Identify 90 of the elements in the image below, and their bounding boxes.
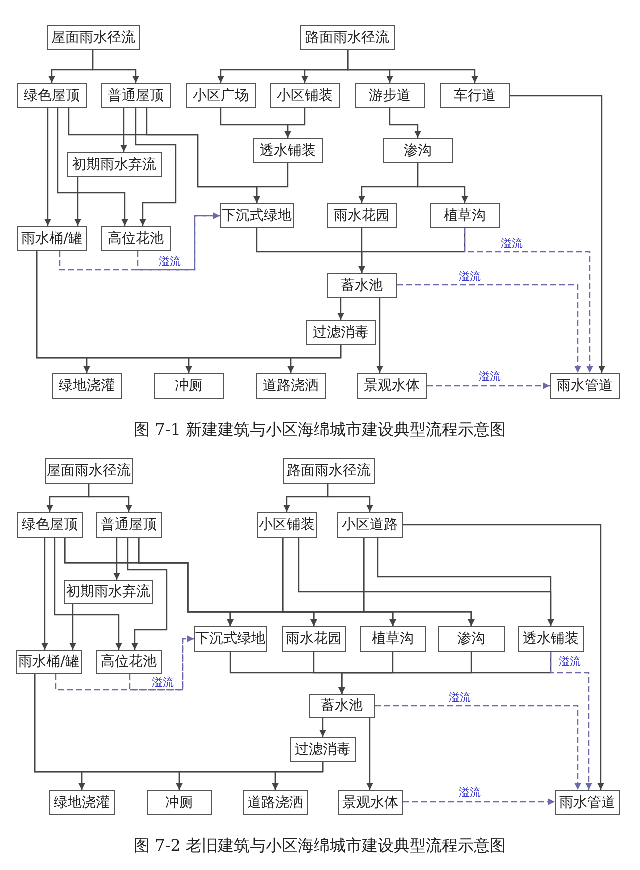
process-box: 蓄水池 xyxy=(309,694,375,718)
process-box: 小区铺装 xyxy=(257,512,317,538)
process-box: 屋面雨水径流 xyxy=(47,25,140,50)
arrow xyxy=(42,538,48,650)
process-box: 雨水管道 xyxy=(550,373,620,399)
arrow xyxy=(417,163,468,203)
process-box: 绿地浇灌 xyxy=(49,790,115,815)
process-box: 绿地浇灌 xyxy=(52,373,122,399)
process-box: 高位花池 xyxy=(96,650,162,674)
process-box: 小区广场 xyxy=(186,83,256,108)
dashed-arrow xyxy=(397,284,582,373)
arrow xyxy=(377,538,554,626)
process-box: 冲厕 xyxy=(147,790,212,815)
arrow xyxy=(510,95,606,373)
process-box: 道路浇洒 xyxy=(256,373,326,399)
process-box: 道路浇洒 xyxy=(243,790,308,815)
arrow xyxy=(70,604,76,650)
dashed-arrow xyxy=(375,705,582,790)
arrow xyxy=(272,762,324,790)
arrow xyxy=(338,298,344,320)
arrow xyxy=(74,177,82,226)
process-box: 游步道 xyxy=(355,83,425,108)
process-box: 冲厕 xyxy=(154,373,224,399)
arrow xyxy=(57,108,128,226)
arrow xyxy=(363,538,475,626)
arrow xyxy=(347,50,478,83)
process-box: 雨水花园 xyxy=(282,626,346,652)
arrow xyxy=(88,484,132,512)
process-box: 屋面雨水径流 xyxy=(45,458,133,484)
dashed-arrow xyxy=(550,652,592,790)
process-box: 高位花池 xyxy=(101,226,171,251)
process-box: 蓄水池 xyxy=(327,273,397,298)
process-box: 绿色屋顶 xyxy=(17,512,83,538)
edge-label: 溢流 xyxy=(458,271,482,283)
arrow xyxy=(120,108,128,152)
arrow xyxy=(376,298,384,373)
process-box: 雨水桶/罐 xyxy=(17,226,87,251)
process-box: 雨水花园 xyxy=(327,203,397,228)
process-box: 车行道 xyxy=(440,83,510,108)
edge-label: 溢流 xyxy=(500,238,524,250)
process-box: 初期雨水弃流 xyxy=(64,580,153,604)
arrow xyxy=(320,718,326,737)
dashed-arrow xyxy=(129,636,194,691)
arrow xyxy=(92,50,140,83)
arrow xyxy=(44,108,52,226)
arrow xyxy=(366,718,374,790)
process-box: 景观水体 xyxy=(357,373,427,399)
process-box: 小区道路 xyxy=(337,512,403,538)
process-box: 路面雨水径流 xyxy=(300,25,395,50)
process-box: 过滤消毒 xyxy=(306,320,376,345)
process-box: 下沉式绿地 xyxy=(220,203,294,228)
process-box: 初期雨水弃流 xyxy=(67,152,162,177)
process-box: 透水铺装 xyxy=(518,626,584,652)
edge-label: 溢流 xyxy=(151,677,175,689)
edge-label: 溢流 xyxy=(558,656,582,668)
process-box: 雨水管道 xyxy=(555,790,620,815)
arrow xyxy=(284,108,306,138)
process-box: 绿色屋顶 xyxy=(17,83,87,108)
process-box: 景观水体 xyxy=(338,790,403,815)
process-box: 普通屋顶 xyxy=(101,83,171,108)
process-box: 路面雨水径流 xyxy=(283,458,375,484)
arrow xyxy=(54,538,122,650)
dashed-arrow xyxy=(427,382,550,390)
figure-caption: 图 7-1 新建建筑与小区海绵城市建设典型流程示意图 xyxy=(133,420,507,441)
arrow xyxy=(288,345,342,373)
process-box: 植草沟 xyxy=(430,203,500,228)
process-box: 透水铺装 xyxy=(253,138,323,163)
figure-caption: 图 7-2 老旧建筑与小区海绵城市建设典型流程示意图 xyxy=(133,836,507,857)
arrow xyxy=(403,524,604,790)
process-box: 过滤消毒 xyxy=(290,737,356,762)
edge-label: 溢流 xyxy=(448,692,472,704)
edge-label: 溢流 xyxy=(158,256,182,268)
arrow xyxy=(254,163,289,203)
arrow xyxy=(135,108,177,226)
process-box: 渗沟 xyxy=(383,138,453,163)
edge-label: 溢流 xyxy=(478,371,502,383)
process-box: 下沉式绿地 xyxy=(194,626,267,652)
arrow xyxy=(114,538,120,580)
arrow xyxy=(127,538,168,650)
arrow xyxy=(327,484,374,512)
process-box: 小区铺装 xyxy=(270,83,340,108)
arrow xyxy=(389,108,422,138)
process-box: 植草沟 xyxy=(360,626,426,652)
process-box: 普通屋顶 xyxy=(96,512,162,538)
dashed-arrow xyxy=(403,798,555,806)
edge-label: 溢流 xyxy=(458,787,482,799)
process-box: 渗沟 xyxy=(438,626,505,652)
process-box: 雨水桶/罐 xyxy=(16,650,82,674)
dashed-arrow xyxy=(464,228,594,373)
dashed-arrow xyxy=(137,212,220,271)
